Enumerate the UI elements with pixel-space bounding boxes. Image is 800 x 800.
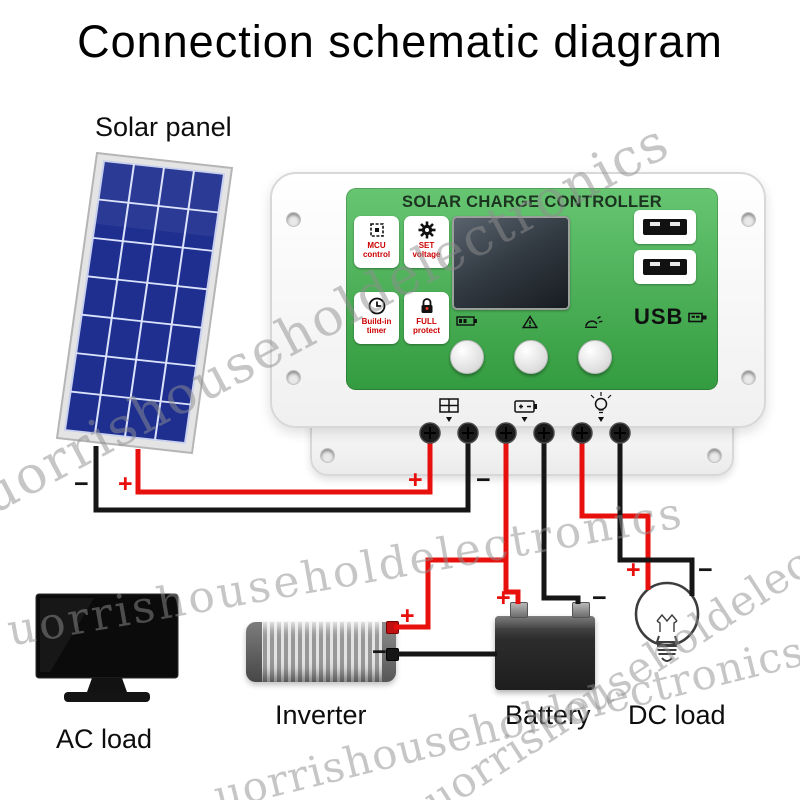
monitor-base: [64, 692, 150, 702]
inverter-minus-sign: −: [372, 638, 387, 666]
usb-label-group: USB: [634, 304, 708, 330]
controller-button-1: [450, 340, 484, 374]
charge-controller-face: SOLAR CHARGE CONTROLLER MCU control: [346, 188, 718, 390]
lock-icon: [421, 298, 432, 313]
battery-minus-sign: −: [592, 584, 607, 612]
mounting-hole: [286, 212, 301, 227]
mounting-hole: [286, 370, 301, 385]
build-in-timer-tile: Build-in timer: [354, 292, 399, 344]
bulb-glass: [634, 581, 700, 647]
controller-button-3: [578, 340, 612, 374]
usb-port-1: [634, 210, 696, 244]
solar-panel-grid: [70, 164, 219, 440]
gear-icon: [418, 221, 435, 239]
build-in-timer-label: Build-in timer: [361, 317, 392, 335]
inverter-device: [246, 622, 396, 682]
clock-icon: [368, 297, 385, 315]
dc-load-label: DC load: [628, 700, 726, 730]
set-voltage-label: SET voltage: [412, 241, 441, 259]
charge-controller-body: SOLAR CHARGE CONTROLLER MCU control: [270, 172, 766, 428]
usb-port-opening: [643, 219, 687, 235]
dc-load-plus-sign: +: [626, 556, 641, 584]
mcu-icon: [369, 223, 384, 237]
mounting-hole: [320, 448, 335, 463]
pv-minus-sign: −: [74, 470, 89, 498]
inverter-label: Inverter: [275, 700, 367, 730]
solar-panel-cells: [63, 159, 226, 445]
battery-positive-post: [510, 602, 528, 618]
controller-button-2: [514, 340, 548, 374]
controller-title: SOLAR CHARGE CONTROLLER: [402, 193, 662, 211]
dc-load-minus-sign: −: [698, 556, 713, 584]
ctl-pv-minus-sign: −: [476, 466, 491, 494]
inverter-plus-sign: +: [400, 602, 415, 630]
battery-device: [495, 616, 595, 690]
usb-plug-icon: [688, 312, 707, 322]
alert-status-icon: [522, 315, 538, 329]
set-voltage-tile: SET voltage: [404, 216, 449, 268]
mounting-hole: [707, 448, 722, 463]
battery-plus-sign: +: [496, 584, 511, 612]
dc-load-bulb: [634, 581, 700, 662]
bulb-filament: [656, 613, 678, 632]
mounting-hole: [741, 212, 756, 227]
pv-plus-sign: +: [118, 470, 133, 498]
usb-label: USB: [634, 304, 684, 329]
ctl-pv-plus-sign: +: [408, 466, 423, 494]
mcu-control-label: MCU control: [362, 241, 391, 259]
mcu-control-tile: MCU control: [354, 216, 399, 268]
usb-port-2: [634, 250, 696, 284]
solar-panel-frame: [55, 151, 234, 455]
load-status-icon: [585, 315, 603, 328]
monitor-stand: [87, 678, 127, 692]
mounting-hole: [741, 370, 756, 385]
ac-load-monitor: [35, 593, 179, 702]
battery-status-icon: [456, 316, 477, 326]
inverter-negative-post: [386, 648, 399, 661]
battery-negative-post: [572, 602, 590, 618]
page-title: Connection schematic diagram: [77, 16, 723, 67]
full-protect-tile: FULL protect: [404, 292, 449, 344]
full-protect-label: FULL protect: [412, 317, 441, 335]
battery-label: Battery: [505, 700, 591, 730]
solar-panel-label: Solar panel: [95, 112, 232, 142]
usb-port-opening: [643, 259, 687, 275]
lcd-display: [452, 216, 570, 310]
watermark: uorrishouseholdelectronics: [414, 453, 800, 800]
ac-load-label: AC load: [56, 724, 153, 754]
bulb-base: [655, 635, 679, 662]
inverter-positive-post: [386, 621, 399, 634]
